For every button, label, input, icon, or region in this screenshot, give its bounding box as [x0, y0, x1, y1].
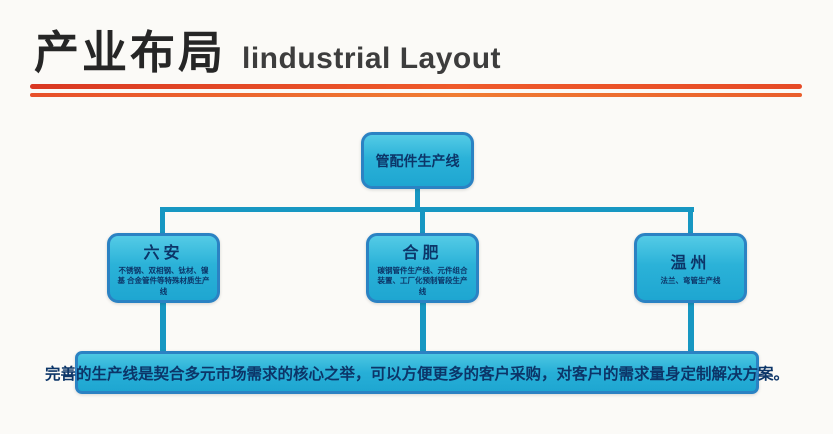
connector-root-vertical	[415, 187, 420, 211]
connector-stub-hefei	[420, 207, 425, 235]
page-title: 产业布局 lindustrial Layout	[34, 16, 501, 81]
connector-horizontal	[160, 207, 694, 212]
node-luan-sublabel: 不锈钢、双相钢、钛材、镍基 合金管件等特殊材质生产线	[117, 266, 210, 296]
node-root-label: 管配件生产线	[375, 152, 460, 169]
node-pipe-fittings-line: 管配件生产线	[361, 132, 474, 189]
title-underline-bottom	[30, 93, 802, 97]
connector-stub-luan	[160, 207, 165, 235]
connector-stub-wenzhou	[688, 207, 693, 235]
title-chinese: 产业布局	[34, 27, 227, 78]
node-wenzhou-sublabel: 法兰、弯管生产线	[660, 276, 721, 286]
node-luan-label: 六安	[143, 245, 184, 263]
node-hefei-sublabel: 碳钢管件生产线、元件组合 装置、工厂化预制管段生产线	[377, 266, 468, 296]
node-hefei-label: 合肥	[402, 245, 443, 263]
node-wenzhou: 温州 法兰、弯管生产线	[634, 233, 747, 303]
footer-summary-bar: 完善的生产线是契合多元市场需求的核心之举，可以方便更多的客户采购，对客户的需求量…	[45, 351, 789, 394]
node-luan: 六安 不锈钢、双相钢、钛材、镍基 合金管件等特殊材质生产线	[107, 233, 220, 303]
title-underline-top	[30, 84, 802, 89]
title-english: lindustrial Layout	[242, 42, 502, 75]
node-hefei: 合肥 碳钢管件生产线、元件组合 装置、工厂化预制管段生产线	[366, 233, 479, 303]
connector-drop-wenzhou	[688, 301, 694, 353]
node-wenzhou-label: 温州	[670, 255, 711, 273]
connector-drop-luan	[160, 301, 166, 353]
footer-summary-text: 完善的生产线是契合多元市场需求的核心之举，可以方便更多的客户采购，对客户的需求量…	[45, 365, 790, 383]
connector-drop-hefei	[420, 301, 426, 353]
